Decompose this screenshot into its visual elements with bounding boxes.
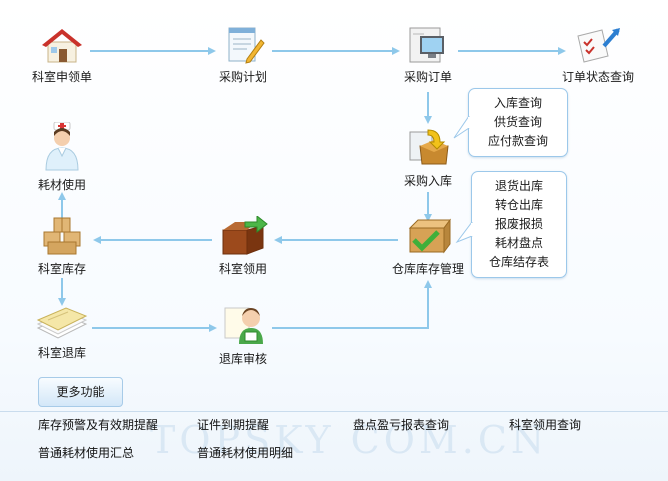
box-arrow-icon — [409, 129, 449, 165]
node-consumable-use[interactable]: 耗材使用 — [7, 122, 117, 193]
node-label: 耗材使用 — [37, 178, 86, 192]
divider — [0, 411, 668, 412]
more-functions-button[interactable]: 更多功能 — [38, 377, 123, 407]
node-return-review[interactable]: 退库审核 — [188, 302, 298, 367]
callout-pointer — [453, 116, 470, 139]
node-label: 科室申领单 — [31, 70, 92, 84]
node-label: 采购入库 — [403, 174, 452, 188]
node-label: 科室退库 — [37, 346, 86, 360]
callout-warehouse-ops: 退货出库 转仓出库 报废报损 耗材盘点 仓库结存表 — [471, 171, 567, 278]
node-dept-receive[interactable]: 科室领用 — [188, 216, 298, 277]
callout-purchase-queries: 入库查询 供货查询 应付款查询 — [468, 88, 568, 157]
boxes-stack-icon — [43, 217, 81, 255]
box-checkmark-icon — [408, 218, 451, 254]
node-dept-stock[interactable]: 科室库存 — [7, 216, 117, 277]
node-dept-return[interactable]: 科室退库 — [7, 306, 117, 361]
link-cert-expiry[interactable]: 证件到期提醒 — [197, 418, 270, 432]
node-label: 仓库库存管理 — [391, 262, 464, 276]
node-label: 科室领用 — [218, 262, 267, 276]
reviewer-icon — [224, 307, 263, 344]
link-stock-warning[interactable]: 库存预警及有效期提醒 — [38, 418, 159, 432]
node-warehouse-mgmt[interactable]: 仓库库存管理 — [373, 216, 483, 277]
link-dept-receive-query[interactable]: 科室领用查询 — [509, 418, 582, 432]
node-purchase-plan[interactable]: 采购计划 — [188, 26, 298, 85]
paper-stack-icon — [36, 307, 88, 339]
node-label: 采购订单 — [403, 70, 452, 84]
link-stock-balance[interactable]: 仓库结存表 — [488, 255, 549, 269]
node-label: 订单状态查询 — [561, 70, 634, 84]
link-usage-detail[interactable]: 普通耗材使用明细 — [197, 446, 294, 460]
callout-pointer — [455, 222, 473, 244]
clipboard-pencil-icon — [228, 27, 265, 64]
link-supply-query[interactable]: 供货查询 — [493, 115, 542, 129]
link-inventory-count[interactable]: 耗材盘点 — [494, 236, 543, 250]
node-purchase-order[interactable]: 采购订单 — [373, 26, 483, 85]
house-icon — [42, 29, 82, 63]
node-label: 科室库存 — [37, 262, 86, 276]
link-scrap[interactable]: 报废报损 — [494, 217, 543, 231]
watermark: TOPSKY COM.CN — [150, 418, 549, 462]
link-return-out[interactable]: 退货出库 — [494, 179, 543, 193]
link-transfer-out[interactable]: 转仓出库 — [494, 198, 543, 212]
node-order-status[interactable]: 订单状态查询 — [543, 26, 653, 85]
node-dept-request[interactable]: 科室申领单 — [7, 26, 117, 85]
arrow-review-to-warehouse — [272, 280, 432, 329]
node-label: 退库审核 — [218, 352, 267, 366]
nurse-icon — [45, 122, 79, 171]
link-payable-query[interactable]: 应付款查询 — [487, 134, 548, 148]
open-box-icon — [222, 216, 268, 255]
node-label: 采购计划 — [218, 70, 267, 84]
link-count-profit-loss[interactable]: 盘点盈亏报表查询 — [353, 418, 450, 432]
link-in-query[interactable]: 入库查询 — [493, 96, 542, 110]
computer-document-icon — [409, 27, 444, 63]
checklist-icon — [577, 28, 620, 63]
node-purchase-in[interactable]: 采购入库 — [373, 128, 483, 189]
link-usage-summary[interactable]: 普通耗材使用汇总 — [38, 446, 135, 460]
